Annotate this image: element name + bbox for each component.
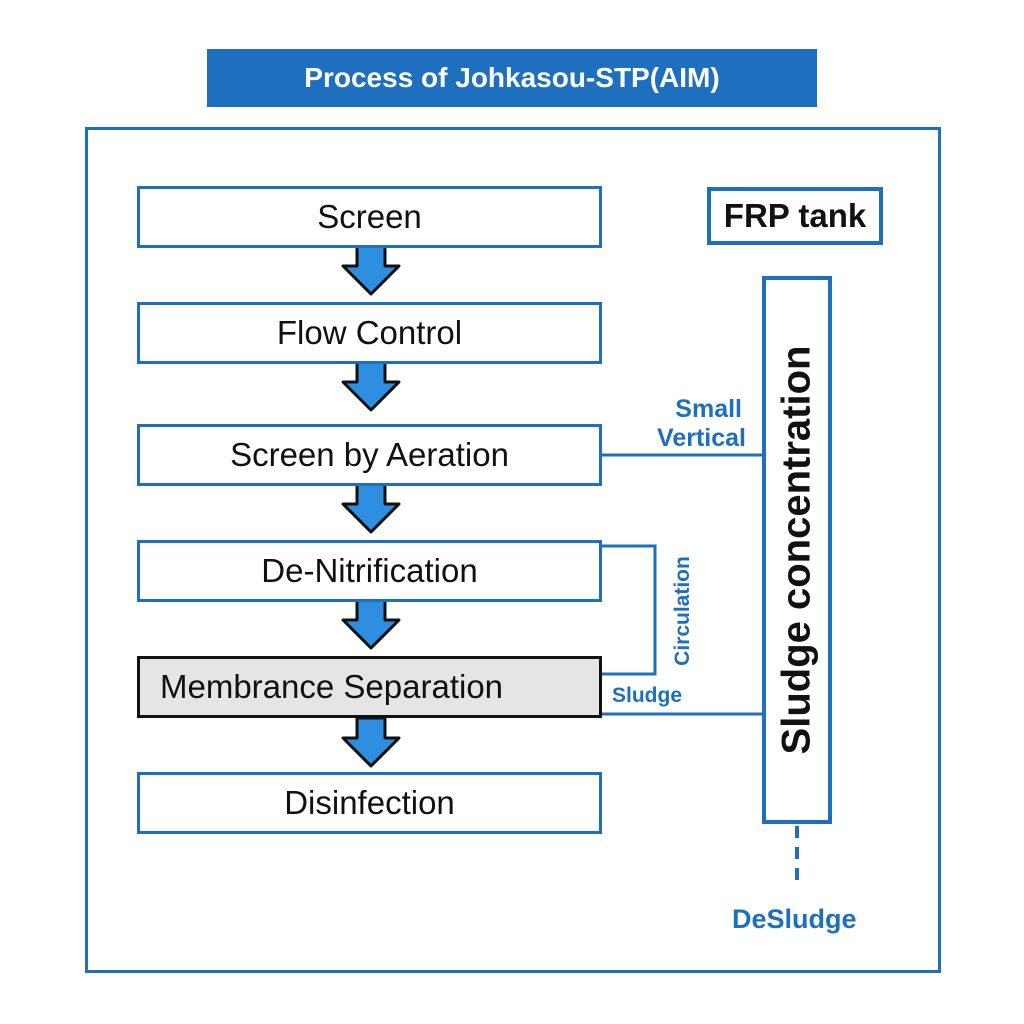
small-label: Small [675,395,742,423]
process-frame [85,127,941,973]
step-de-nitrification: De-Nitrification [137,540,602,602]
flow-arrow-5 [341,716,401,768]
sludge-label: Sludge [612,684,683,707]
flow-arrow-2 [341,360,401,412]
step-screen: Screen [137,186,602,248]
step-disinfection: Disinfection [137,772,602,834]
flow-arrow-3 [341,482,401,534]
step-screen-by-aeration: Screen by Aeration [137,424,602,486]
sludge-concentration-label: Sludge concentration [774,345,819,755]
diagram-title: Process of Johkasou-STP(AIM) [207,49,817,107]
vertical-label: Vertical [657,424,746,452]
step-flow-control: Flow Control [137,302,602,364]
frp-tank-label: FRP tank [707,187,883,245]
desludge-label: DeSludge [732,904,857,934]
sludge-concentration-box [762,276,832,824]
circulation-label: Circulation [671,556,694,666]
circulation-line [602,544,657,676]
flow-arrow-1 [341,244,401,296]
step-membrance-separation: Membrance Separation [137,656,602,718]
flow-arrow-4 [341,598,401,650]
